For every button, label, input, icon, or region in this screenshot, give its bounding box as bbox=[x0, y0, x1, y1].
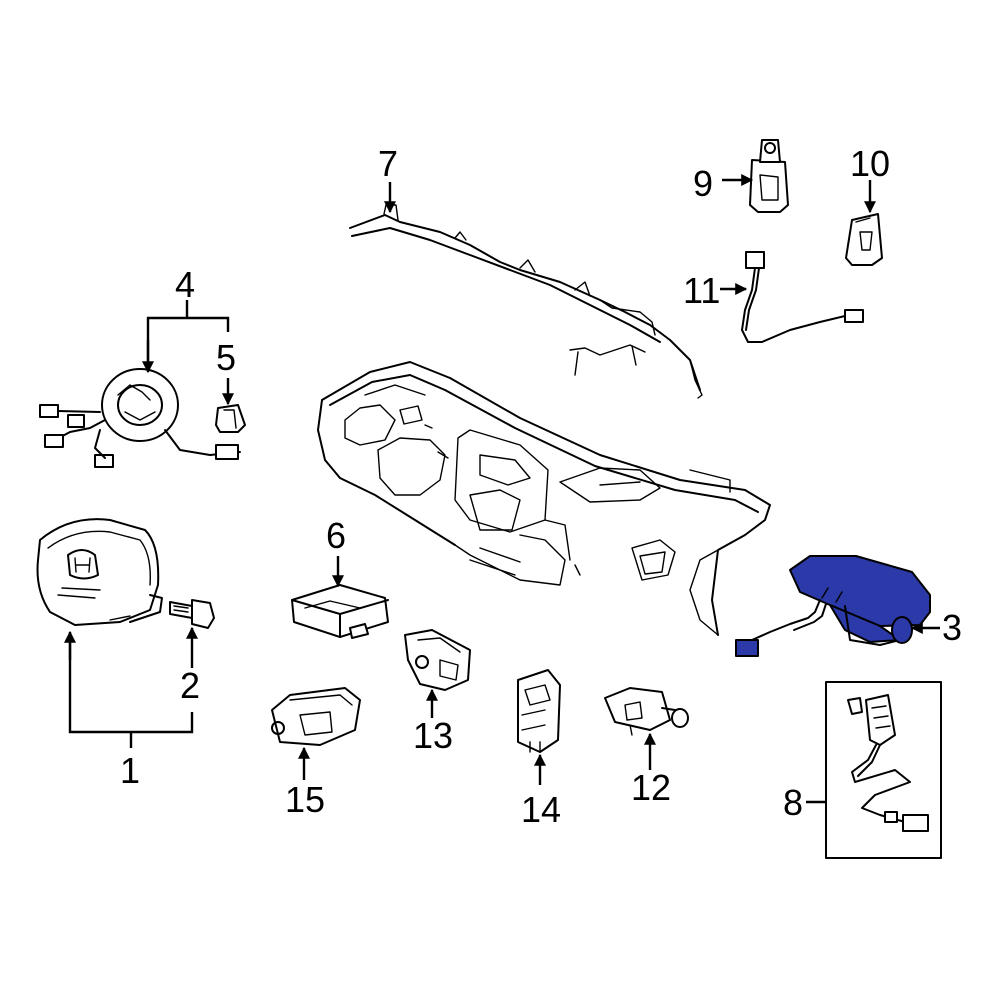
callout-4: 4 bbox=[175, 264, 195, 305]
callout-11: 11 bbox=[683, 270, 720, 311]
callout-14: 14 bbox=[521, 789, 561, 830]
callout-13: 13 bbox=[413, 715, 453, 756]
callout-15: 15 bbox=[285, 779, 325, 820]
part-8-knee-airbag-harness[interactable] bbox=[847, 694, 929, 832]
part-9-sensor[interactable] bbox=[749, 139, 789, 213]
callout-8: 8 bbox=[783, 782, 803, 823]
callout-1: 1 bbox=[120, 750, 140, 791]
part-13-sensor[interactable] bbox=[404, 629, 471, 691]
dashboard-instrument-panel bbox=[317, 361, 771, 636]
honda-h-logo-icon bbox=[57, 549, 101, 599]
part-10-sensor-cover[interactable] bbox=[845, 213, 883, 266]
callout-2: 2 bbox=[180, 665, 200, 706]
callout-3: 3 bbox=[942, 607, 962, 648]
part-7-harness-bar[interactable] bbox=[349, 204, 703, 399]
part-1-driver-airbag[interactable] bbox=[36, 518, 163, 626]
part-3-passenger-airbag[interactable] bbox=[735, 555, 931, 657]
callout-7: 7 bbox=[378, 143, 398, 184]
part-6-srs-unit[interactable] bbox=[291, 584, 389, 639]
part-14-sensor[interactable] bbox=[517, 669, 561, 753]
part-15-sensor[interactable] bbox=[271, 687, 361, 746]
callout-10: 10 bbox=[850, 143, 890, 184]
leader-1-bracket bbox=[68, 640, 194, 734]
callout-5: 5 bbox=[216, 337, 236, 378]
part-8-box bbox=[825, 681, 942, 859]
callout-9: 9 bbox=[693, 163, 713, 204]
callout-12: 12 bbox=[631, 767, 671, 808]
part-12-switch[interactable] bbox=[604, 687, 689, 736]
callout-6: 6 bbox=[326, 515, 346, 556]
part-11-wire-harness[interactable] bbox=[741, 251, 864, 343]
part-4-clock-spring[interactable] bbox=[39, 368, 241, 468]
part-2-bolt[interactable] bbox=[169, 599, 215, 629]
part-5-clip[interactable] bbox=[215, 404, 246, 433]
